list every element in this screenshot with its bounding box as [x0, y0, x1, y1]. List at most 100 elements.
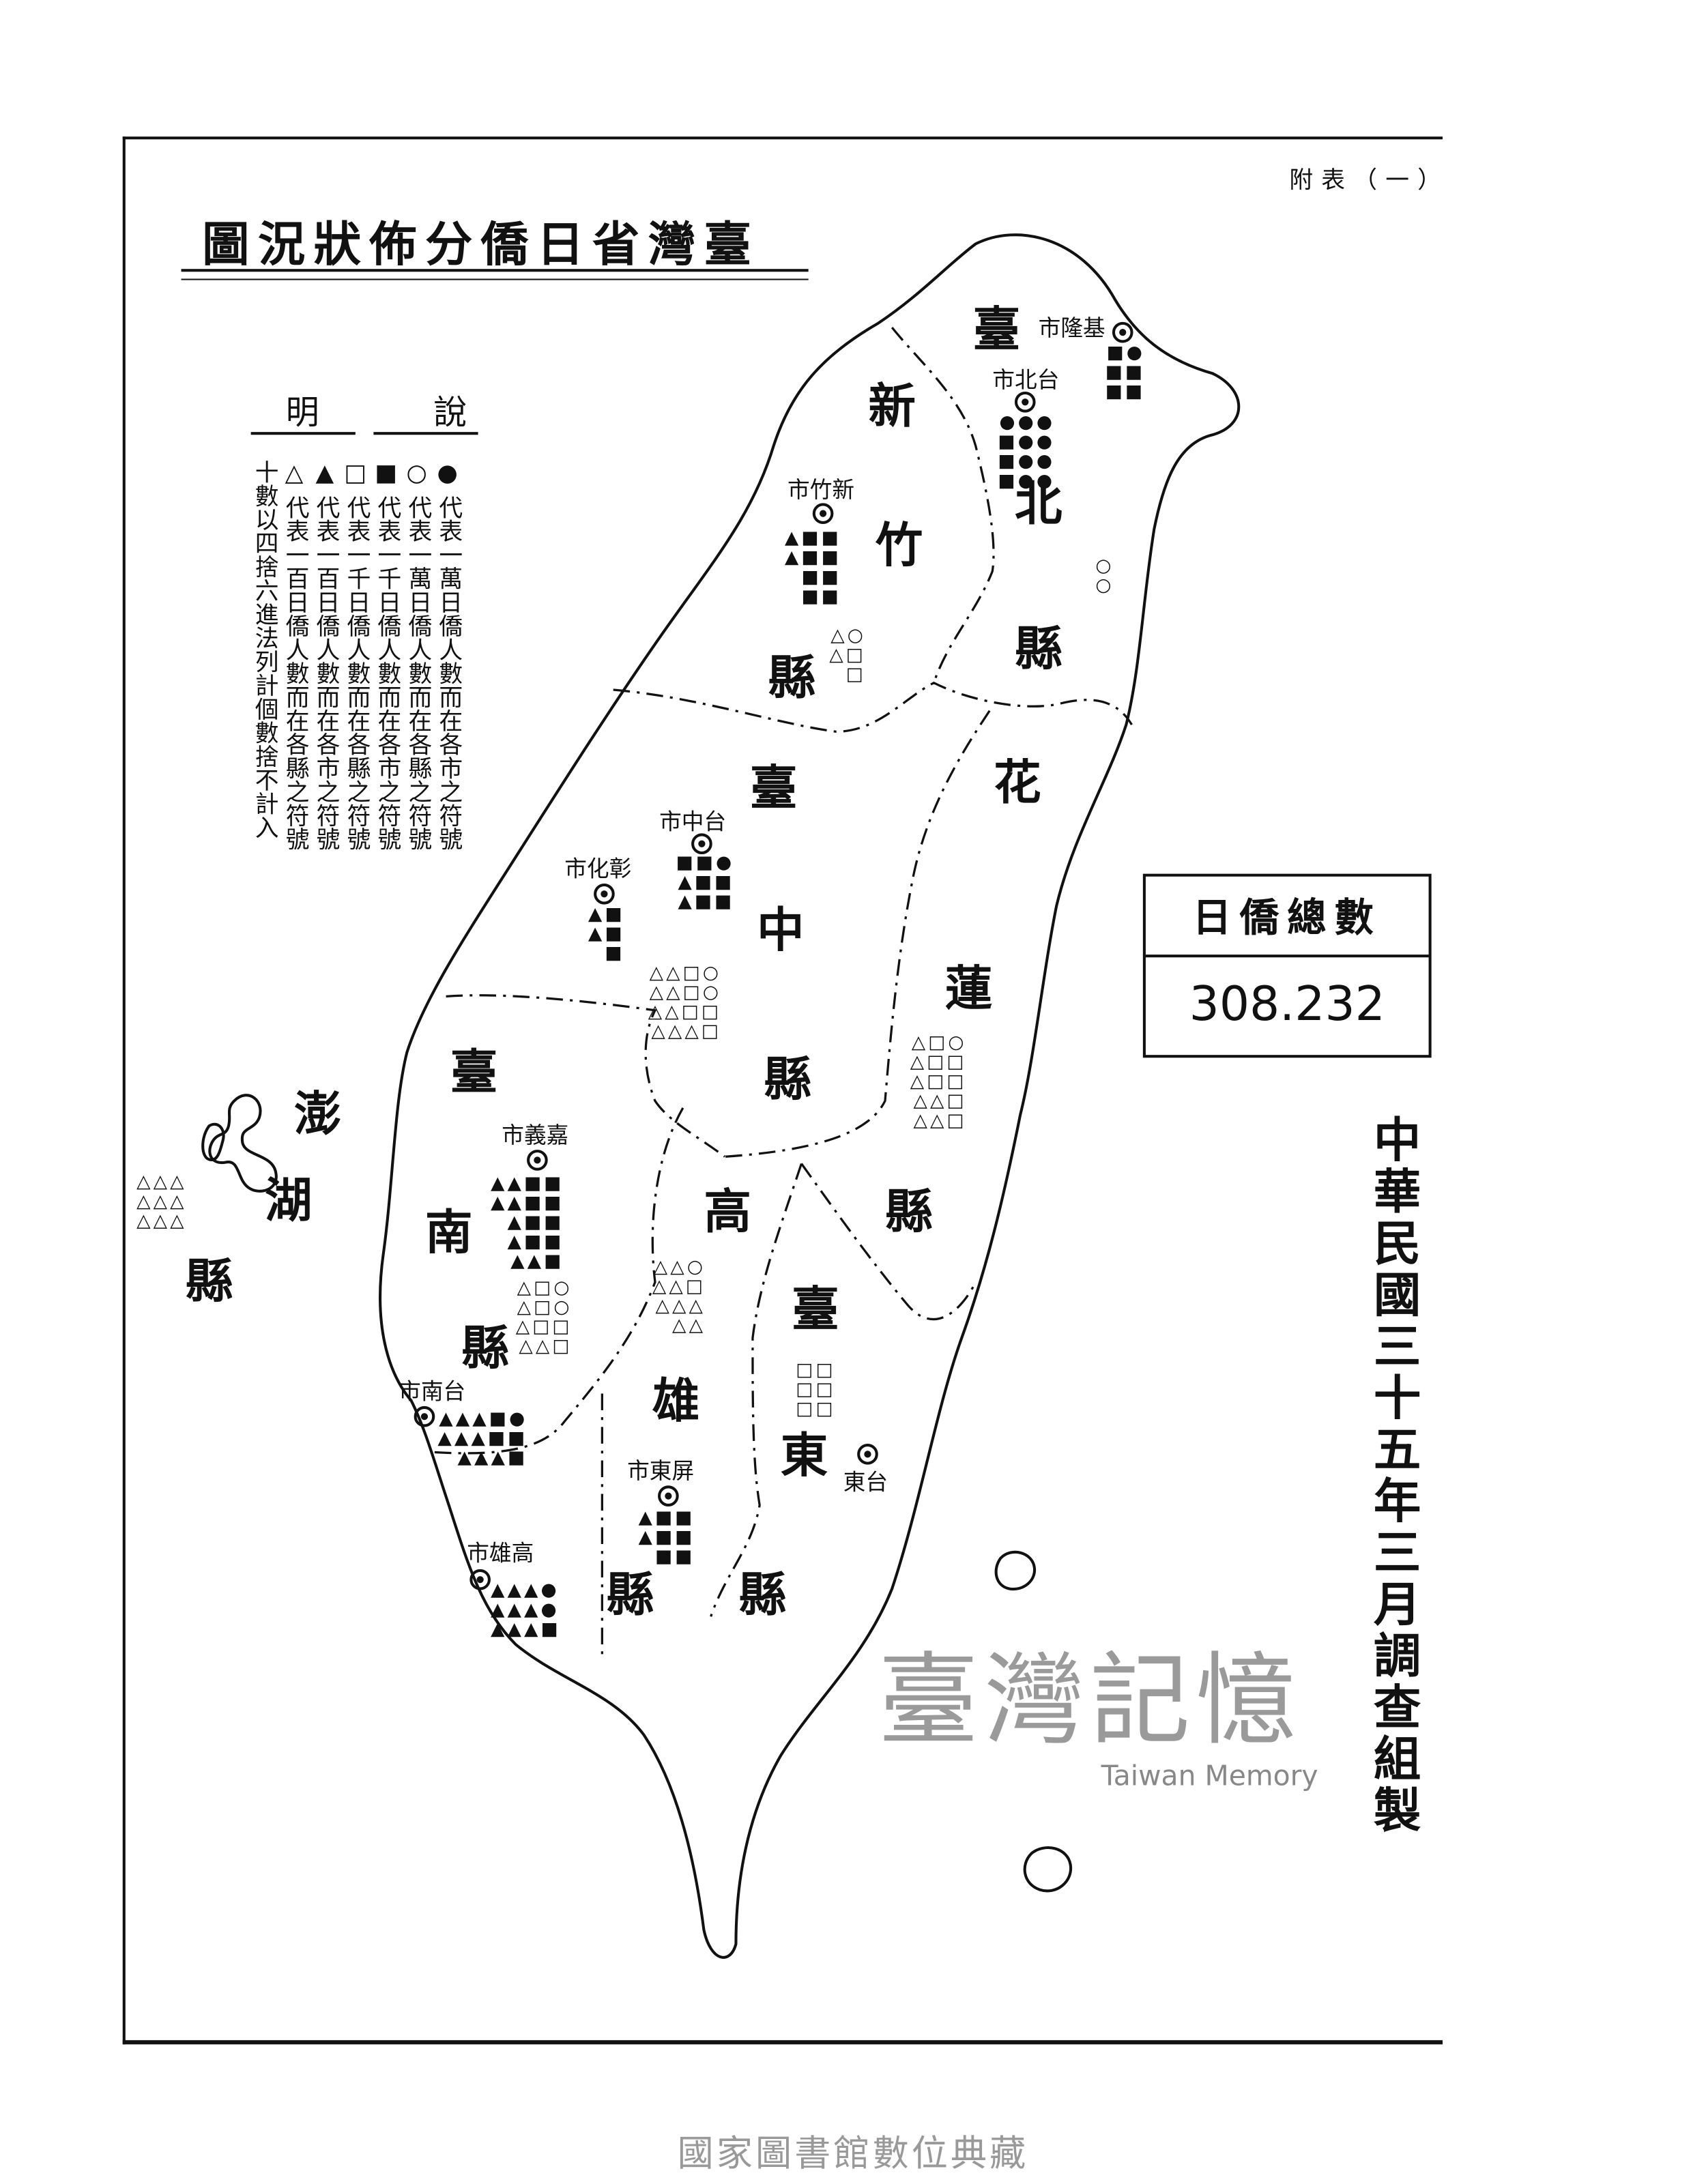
appendix-label: 附表（一） — [1289, 167, 1450, 195]
legend-text: 代表一百日僑人數而在各縣之符號 — [280, 495, 308, 851]
taiwan-coastline — [379, 233, 1241, 1959]
boundary-taichung-tainan — [446, 994, 726, 1158]
cluster-symbol-row: ▲▲▲● — [490, 1599, 560, 1621]
total-value: 308.232 — [1189, 976, 1385, 1033]
city-marker-icon — [857, 1444, 878, 1465]
cluster-symbol-row: △△△□ — [651, 1021, 722, 1043]
footer-text: 國家圖書館數位典藏 — [677, 2134, 1029, 2176]
city-label-tainan: 台南市 — [399, 1378, 466, 1405]
cluster-symbol-row: ▲■■ — [507, 1232, 564, 1253]
region-taichung-county-char: 中 — [757, 903, 805, 959]
cluster-taipei-county: ○○ — [1095, 557, 1114, 596]
region-hsinchu-county-char: 竹 — [875, 518, 923, 574]
cluster-symbol-row: ▲■ — [588, 924, 625, 945]
cluster-symbol-row: △□□ — [910, 1052, 967, 1073]
cluster-hsinchu-city: ▲■■▲■■■■■■ — [785, 529, 841, 607]
cluster-tainan-city: ▲▲▲■●▲▲▲■■▲▲▲■ — [437, 1410, 527, 1469]
region-taipei-county-char: 臺 — [972, 302, 1021, 358]
region-hualien-county-char: 花 — [994, 755, 1041, 811]
legend-item: △ 代表一百日僑人數而在各縣之符號 — [279, 460, 310, 878]
legend-symbol-icon: □ — [341, 460, 370, 488]
region-taichung-county-char: 臺 — [749, 761, 798, 817]
legend-item: □ 代表一千日僑人數而在各縣之符號 — [340, 460, 371, 878]
region-taipei-county-char: 北 — [1014, 476, 1062, 533]
cluster-kaohsiung-county: △△○△△□△△△△△ — [652, 1257, 706, 1336]
city-label-changhua: 彰化市 — [564, 856, 632, 882]
city-label-pingtung: 屏東市 — [627, 1457, 695, 1485]
cluster-symbol-row: △△□□ — [648, 1002, 722, 1023]
cluster-symbol-row: ▲■■ — [784, 528, 841, 549]
cluster-taichung-city: ■■●▲■■▲■■ — [676, 854, 735, 913]
cluster-taitung-county: □□□□□□ — [796, 1360, 836, 1421]
cluster-symbol-row: □□ — [796, 1399, 836, 1421]
cluster-symbol-row: △□ — [829, 645, 866, 667]
region-tainan-county-char: 縣 — [461, 1321, 509, 1377]
legend-note: 十數以四捨六進法列計個數捨不計入 — [248, 460, 279, 878]
city-marker-icon — [691, 833, 712, 855]
region-kaohsiung-county-char: 縣 — [606, 1567, 654, 1624]
legend-symbol-icon: ■ — [372, 460, 401, 488]
region-taitung-county-char: 縣 — [738, 1567, 786, 1624]
cluster-symbol-row: ▲■■ — [784, 547, 841, 569]
city-label-taichung: 台中市 — [659, 808, 727, 835]
city-marker-icon — [527, 1150, 548, 1171]
legend-symbol-icon: △ — [280, 460, 308, 488]
city-marker-icon — [1112, 321, 1133, 343]
region-hsinchu-county-char: 新 — [868, 379, 916, 435]
cluster-symbol-row: ■ — [605, 943, 625, 965]
legend-symbol-icon: ○ — [403, 460, 431, 488]
cluster-symbol-row: ▲▲■■ — [490, 1193, 564, 1214]
cluster-kaohsiung-city: ▲▲▲●▲▲▲●▲▲▲■ — [490, 1581, 561, 1641]
cluster-symbol-row: □□ — [796, 1360, 836, 1382]
orchid-island — [1023, 1846, 1073, 1893]
cluster-symbol-row: □□ — [796, 1380, 836, 1401]
region-hualien-county-char: 蓮 — [944, 961, 993, 1018]
city-marker-icon — [414, 1406, 435, 1427]
cluster-changhua: ▲■▲■■ — [588, 904, 625, 965]
cluster-symbol-row: ■■ — [654, 1547, 695, 1568]
cluster-symbol-row: △△□○ — [649, 963, 722, 985]
boundary-taipei-hsinchu — [891, 326, 995, 684]
cluster-symbol-row: ▲▲▲■ — [490, 1619, 561, 1641]
title-underline — [181, 269, 809, 280]
legend-text: 代表一百日僑人數而在各市之符號 — [310, 495, 339, 851]
legend-note-text: 十數以四捨六進法列計個數捨不計入 — [249, 460, 278, 839]
cluster-symbol-row: ■■ — [1105, 381, 1146, 403]
city-label-taitung: 台東 — [843, 1468, 888, 1496]
city-marker-icon — [658, 1485, 679, 1506]
cluster-symbol-row: ■■ — [1105, 362, 1146, 383]
region-taichung-county-char: 縣 — [764, 1052, 811, 1108]
cluster-symbol-row: ○ — [1095, 555, 1114, 577]
city-label-kaohsiung: 高雄市 — [467, 1539, 534, 1567]
cluster-symbol-row: ▲■■ — [507, 1212, 564, 1234]
legend-text: 代表一千日僑人數而在各縣之符號 — [341, 495, 370, 851]
cluster-symbol-row: ▲■■ — [678, 892, 735, 913]
region-hualien-county-char: 縣 — [884, 1184, 933, 1240]
map-frame — [122, 136, 1443, 2045]
legend-heading-char: 明 — [285, 392, 319, 433]
boundary-kaohsiung-taitung — [710, 1163, 803, 1617]
legend-symbol-icon: ▲ — [310, 460, 339, 488]
cluster-symbol-row: △□○ — [911, 1032, 967, 1054]
region-taipei-county-char: 縣 — [1014, 621, 1062, 678]
green-island — [994, 1550, 1037, 1591]
cluster-symbol-row: ■■● — [676, 853, 735, 874]
total-box: 日僑總數 308.232 — [1142, 873, 1432, 1058]
cluster-symbol-row: ▲▲▲■ — [457, 1448, 528, 1469]
legend-heading: 明 說 — [286, 385, 467, 433]
legend: ● 代表一萬日僑人數而在各市之符號 ○ 代表一萬日僑人數而在各縣之符號 ■ 代表… — [248, 460, 463, 878]
map-title: 臺灣省日僑分佈狀況圖 — [202, 217, 760, 274]
cluster-hualien: △□○△□□△□□△△□△△□ — [910, 1034, 967, 1132]
cluster-tainan-county: △□○△□○△□□△△□ — [516, 1279, 573, 1357]
cluster-symbol-row: △△□ — [652, 1276, 706, 1298]
legend-item: ■ 代表一千日僑人數而在各市之符號 — [371, 460, 401, 878]
region-penghu-county-char: 湖 — [265, 1173, 313, 1229]
cluster-symbol-row: ▲■ — [588, 904, 625, 926]
cluster-symbol-row: △△□ — [913, 1110, 967, 1132]
legend-rule — [373, 432, 478, 435]
boundary-hsinchu-taichung — [613, 681, 1133, 733]
cluster-symbol-row: △○ — [830, 626, 866, 647]
city-marker-icon — [594, 883, 615, 905]
